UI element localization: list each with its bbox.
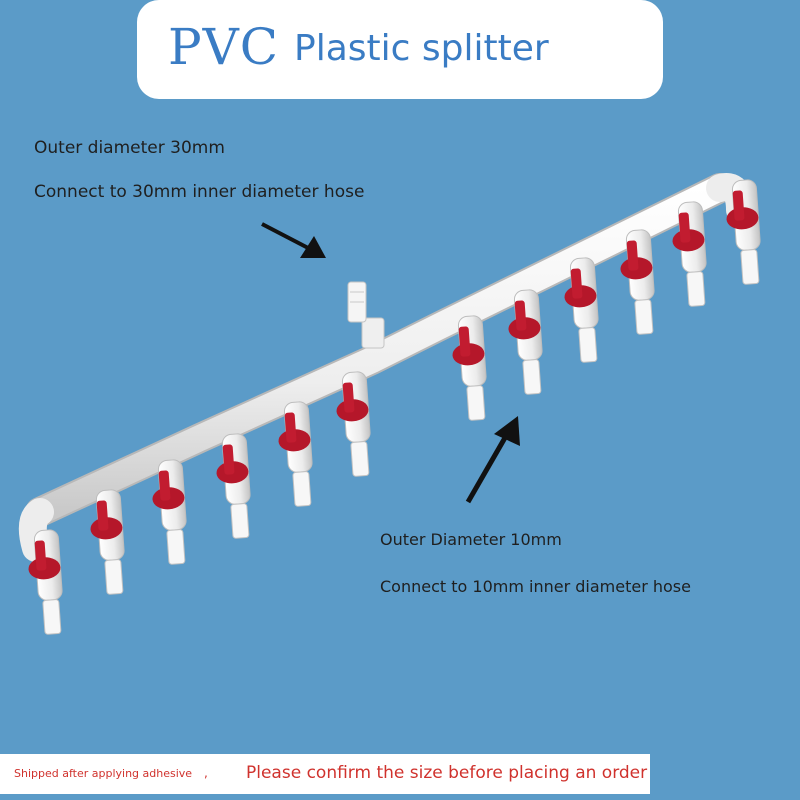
valve [508, 289, 543, 395]
inlet-outer-diameter-label: Outer diameter 30mm [34, 138, 225, 158]
title-pvc: PVC [168, 18, 280, 76]
outlet-outer-diameter-label: Outer Diameter 10mm [380, 530, 562, 549]
valve [620, 229, 655, 335]
valve [564, 257, 599, 363]
page-title: Plastic splitter [294, 28, 549, 69]
valve [726, 179, 761, 285]
arrow-icon [261, 222, 326, 258]
valve [336, 371, 371, 477]
valve [452, 315, 487, 421]
footer-banner [0, 754, 650, 794]
shipping-note: Shipped after applying adhesive [14, 767, 193, 780]
valve [216, 433, 251, 539]
footer-separator: , [204, 766, 208, 780]
valve [152, 459, 187, 565]
title-banner [137, 0, 663, 99]
valve [90, 489, 125, 595]
inlet-connect-label: Connect to 30mm inner diameter hose [34, 182, 365, 202]
outlet-connect-label: Connect to 10mm inner diameter hose [380, 577, 691, 596]
order-notice: Please confirm the size before placing a… [246, 763, 648, 783]
valve [278, 401, 313, 507]
valve [28, 529, 63, 635]
arrow-icon [465, 416, 520, 504]
valve [672, 201, 707, 307]
